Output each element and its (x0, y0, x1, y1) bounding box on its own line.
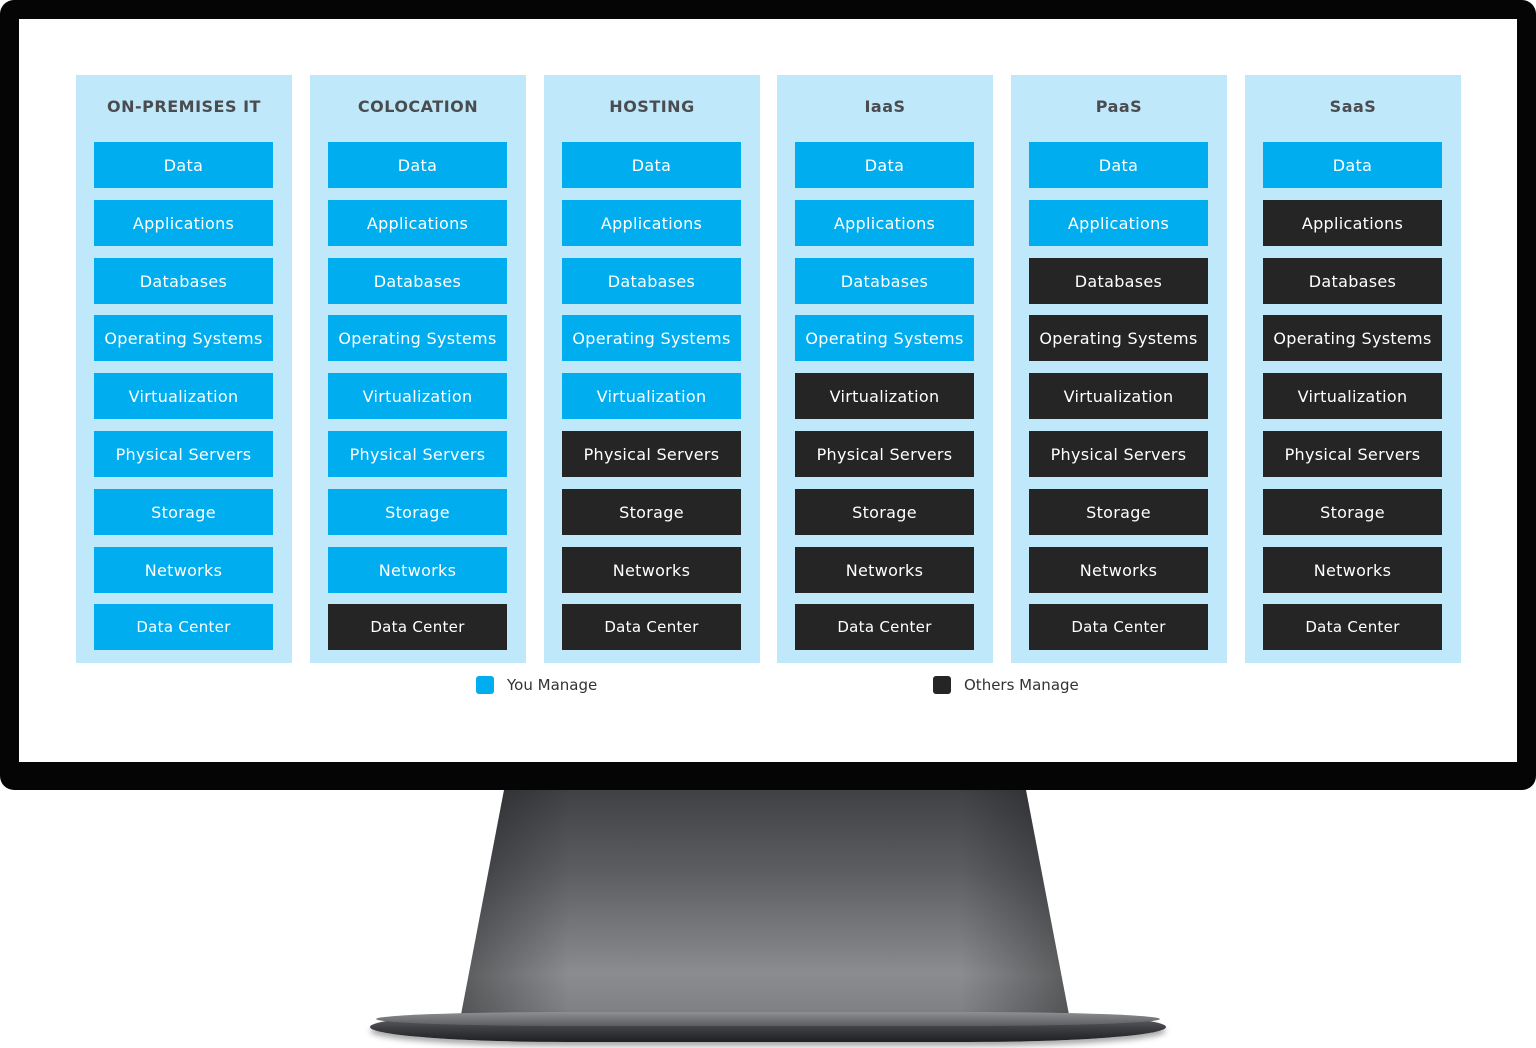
layer-box: Storage (328, 489, 507, 535)
layer-box: Operating Systems (795, 315, 974, 361)
layer-box: Networks (94, 547, 273, 593)
layer-box: Databases (1263, 258, 1442, 304)
legend-you-manage-label: You Manage (507, 676, 598, 694)
column-title: IaaS (864, 97, 906, 116)
monitor-stand-neck (460, 790, 1070, 1020)
layer-box: Operating Systems (562, 315, 741, 361)
layer-box: Networks (1029, 547, 1208, 593)
layer-box: Data (328, 142, 507, 188)
layer-box: Physical Servers (1263, 431, 1442, 477)
legend-others-manage-swatch (933, 676, 951, 694)
layer-box: Databases (562, 258, 741, 304)
monitor-stand-shade (460, 790, 1070, 1020)
layer-box: Databases (94, 258, 273, 304)
layer-box: Applications (562, 200, 741, 246)
legend-others-manage: Others Manage (933, 676, 1079, 694)
layer-box: Data (1029, 142, 1208, 188)
layer-box: Storage (795, 489, 974, 535)
layer-box: Virtualization (1263, 373, 1442, 419)
layer-box: Operating Systems (1263, 315, 1442, 361)
layer-box: Data Center (328, 604, 507, 650)
layer-box: Operating Systems (94, 315, 273, 361)
layer-box: Physical Servers (562, 431, 741, 477)
layer-box: Physical Servers (1029, 431, 1208, 477)
layer-box: Virtualization (328, 373, 507, 419)
legend-you-manage: You Manage (476, 676, 597, 694)
layer-box: Applications (1029, 200, 1208, 246)
layer-box: Data (94, 142, 273, 188)
column-title: COLOCATION (357, 97, 479, 116)
layer-box: Storage (94, 489, 273, 535)
layer-box: Virtualization (1029, 373, 1208, 419)
layer-box: Data Center (1029, 604, 1208, 650)
column-title: ON-PREMISES IT (107, 97, 261, 116)
layer-box: Virtualization (94, 373, 273, 419)
layer-box: Data (1263, 142, 1442, 188)
layer-box: Networks (795, 547, 974, 593)
layer-box: Data Center (562, 604, 741, 650)
layer-box: Storage (562, 489, 741, 535)
layer-box: Databases (328, 258, 507, 304)
layer-box: Data Center (795, 604, 974, 650)
layer-box: Physical Servers (94, 431, 273, 477)
column-title: PaaS (1095, 97, 1143, 116)
column-title: HOSTING (609, 97, 695, 116)
layer-box: Physical Servers (328, 431, 507, 477)
layer-box: Applications (328, 200, 507, 246)
layer-box: Data Center (1263, 604, 1442, 650)
layer-box: Data (562, 142, 741, 188)
layer-box: Operating Systems (328, 315, 507, 361)
layer-box: Physical Servers (795, 431, 974, 477)
legend-you-manage-swatch (476, 676, 494, 694)
layer-box: Applications (795, 200, 974, 246)
column-title: SaaS (1329, 97, 1377, 116)
layer-box: Data Center (94, 604, 273, 650)
layer-box: Storage (1029, 489, 1208, 535)
layer-box: Storage (1263, 489, 1442, 535)
layer-box: Databases (1029, 258, 1208, 304)
layer-box: Applications (94, 200, 273, 246)
monitor-stand-base-top (376, 1012, 1160, 1026)
layer-box: Virtualization (795, 373, 974, 419)
layer-box: Applications (1263, 200, 1442, 246)
layer-box: Virtualization (562, 373, 741, 419)
layer-box: Operating Systems (1029, 315, 1208, 361)
layer-box: Data (795, 142, 974, 188)
legend-others-manage-label: Others Manage (964, 676, 1079, 694)
layer-box: Databases (795, 258, 974, 304)
layer-box: Networks (1263, 547, 1442, 593)
layer-box: Networks (328, 547, 507, 593)
layer-box: Networks (562, 547, 741, 593)
